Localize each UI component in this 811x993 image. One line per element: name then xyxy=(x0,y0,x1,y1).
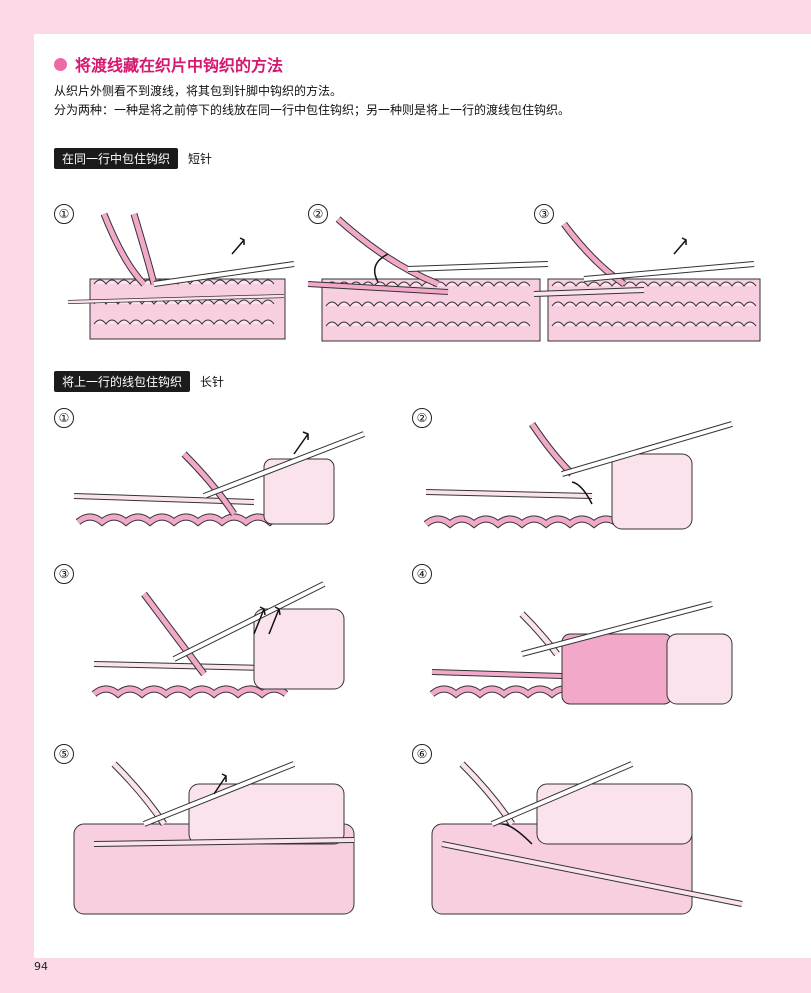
crochet-illustration-icon xyxy=(307,216,549,342)
step-number: ③ xyxy=(534,204,554,224)
page-title: 将渡线藏在织片中钩织的方法 xyxy=(75,56,284,75)
page-number: 94 xyxy=(34,960,48,973)
step-number: ② xyxy=(412,408,432,428)
step-number: ⑥ xyxy=(412,744,432,764)
section-label-2: 将上一行的线包住钩织 长针 xyxy=(54,371,224,392)
section-tag-1: 在同一行中包住钩织 xyxy=(54,148,179,169)
intro-line-1: 从织片外侧看不到渡线，将其包到针脚中钩织的方法。 xyxy=(54,84,343,98)
diagram-dc-step-4: ④ xyxy=(412,564,752,724)
diagram-dc-step-2: ② xyxy=(412,404,752,554)
crochet-illustration-icon xyxy=(429,601,733,705)
step-number: ② xyxy=(308,204,328,224)
crochet-illustration-icon xyxy=(423,421,733,530)
crochet-illustration-icon xyxy=(91,581,345,699)
crochet-illustration-icon xyxy=(533,221,761,342)
step-number: ⑤ xyxy=(54,744,74,764)
step-number: ① xyxy=(54,408,74,428)
section-label-1: 在同一行中包住钩织 短针 xyxy=(54,148,212,169)
diagram-sc-step-2: ② xyxy=(307,184,549,344)
diagram-dc-step-3: ③ xyxy=(54,564,384,724)
intro-line-2: 分为两种：一种是将之前停下的线放在同一行中包住钩织；另一种则是将上一行的渡线包住… xyxy=(54,103,571,117)
step-number: ③ xyxy=(54,564,74,584)
diagram-dc-step-6: ⑥ xyxy=(412,744,752,924)
diagram-sc-step-1: ① xyxy=(54,184,295,344)
section-note-2: 长针 xyxy=(200,375,225,389)
bullet-icon xyxy=(54,57,67,71)
intro-text: 从织片外侧看不到渡线，将其包到针脚中钩织的方法。 分为两种：一种是将之前停下的线… xyxy=(54,82,570,120)
section-note-1: 短针 xyxy=(188,152,213,166)
diagram-dc-step-5: ⑤ xyxy=(54,744,384,924)
step-number: ④ xyxy=(412,564,432,584)
section-tag-2: 将上一行的线包住钩织 xyxy=(54,371,191,392)
crochet-illustration-icon xyxy=(67,212,295,340)
crochet-illustration-icon xyxy=(431,761,743,915)
diagram-dc-step-1: ① xyxy=(54,404,384,554)
diagram-sc-step-3: ③ xyxy=(533,184,774,344)
title-row: 将渡线藏在织片中钩织的方法 xyxy=(54,52,283,76)
crochet-illustration-icon xyxy=(73,761,355,915)
page: 将渡线藏在织片中钩织的方法 从织片外侧看不到渡线，将其包到针脚中钩织的方法。 分… xyxy=(34,34,811,958)
step-number: ① xyxy=(54,204,74,224)
crochet-illustration-icon xyxy=(73,431,366,527)
